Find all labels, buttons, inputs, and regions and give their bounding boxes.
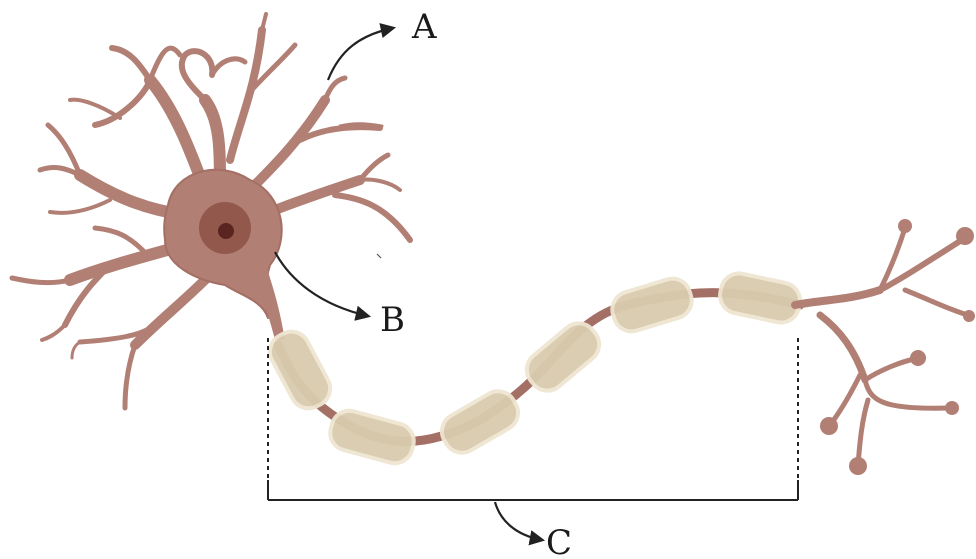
myelin-sheath xyxy=(608,274,696,336)
myelin-sheath xyxy=(264,325,337,414)
curved-arrow-icon xyxy=(275,252,368,316)
myelin-sheath xyxy=(326,407,417,467)
myelin-sheath xyxy=(520,316,607,398)
nucleolus xyxy=(218,223,234,239)
myelin-sheaths xyxy=(264,270,804,467)
curved-arrow-icon xyxy=(495,502,542,540)
curved-arrow-icon xyxy=(328,28,393,80)
synaptic-knobs xyxy=(820,219,975,475)
myelin-sheath xyxy=(717,270,804,326)
myelin-sheath xyxy=(435,385,524,460)
label-c: C xyxy=(546,523,572,559)
label-b: B xyxy=(380,300,405,340)
label-a: A xyxy=(411,7,437,47)
